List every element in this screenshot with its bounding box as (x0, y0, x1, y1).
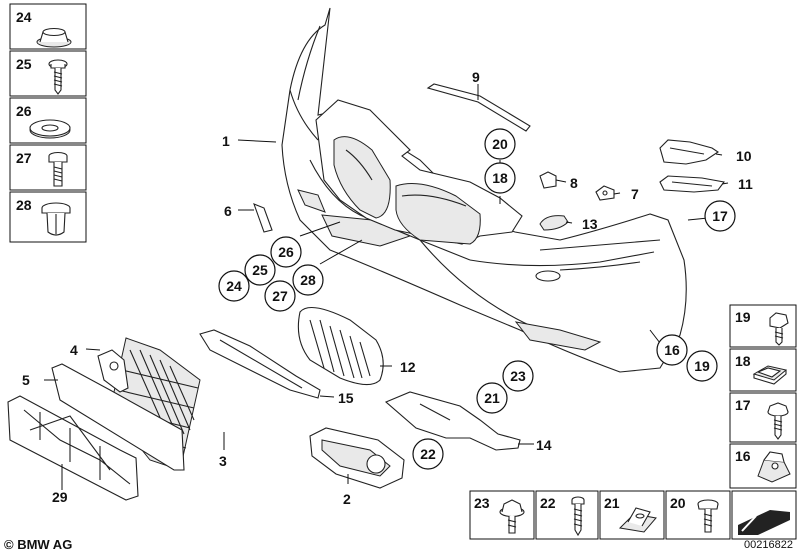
clip-8 (539, 171, 557, 189)
label-14: 14 (536, 437, 552, 453)
circle-22 (412, 438, 444, 470)
left-label-25: 25 (16, 56, 32, 72)
bottom-row: 23 22 21 20 (469, 490, 797, 540)
circle-label-21: 21 (484, 390, 500, 406)
bracket-11 (659, 175, 725, 193)
circled-labels: 16 17 18 19 20 21 22 23 24 25 26 27 28 (218, 128, 736, 470)
plain-labels: 1 2 3 4 5 6 7 8 9 10 11 12 13 14 15 29 (22, 69, 753, 507)
left-label-28: 28 (16, 197, 32, 213)
circle-28 (292, 264, 324, 296)
spring-nut-icon (757, 451, 791, 483)
bottom-label-22: 22 (540, 495, 556, 511)
support-15 (199, 329, 321, 399)
label-7: 7 (631, 186, 639, 202)
right-column: 19 18 17 16 (729, 304, 797, 489)
left-label-26: 26 (16, 103, 32, 119)
kidney-grille-12 (297, 306, 384, 386)
box-27 (9, 144, 87, 191)
label-12: 12 (400, 359, 416, 375)
cover-6 (253, 203, 273, 233)
circle-label-17: 17 (712, 208, 728, 224)
box-22 (535, 490, 599, 540)
cover-13 (539, 215, 569, 231)
circle-label-20: 20 (492, 136, 508, 152)
tapping-screw-icon (571, 496, 585, 537)
label-29: 29 (52, 489, 68, 505)
bracket-10 (659, 139, 719, 165)
circle-16 (656, 334, 688, 366)
circle-20 (484, 128, 516, 160)
expanding-rivet-icon (41, 202, 71, 236)
box-20 (665, 490, 731, 540)
bottom-label-20: 20 (670, 495, 686, 511)
left-label-24: 24 (16, 9, 32, 25)
label-13: 13 (582, 216, 598, 232)
circle-24 (218, 270, 250, 302)
fillister-screw-icon (769, 312, 789, 346)
diagram-code: 00216822 (744, 539, 793, 551)
right-label-17: 17 (735, 397, 751, 413)
hex-collar-screw-icon (499, 499, 525, 534)
label-3: 3 (219, 453, 227, 469)
bracket-4 (97, 349, 129, 393)
box-19 (729, 304, 797, 348)
right-label-18: 18 (735, 353, 751, 369)
label-9: 9 (472, 69, 480, 85)
license-plate-base-5 (51, 363, 185, 471)
circle-label-18: 18 (492, 170, 508, 186)
circle-25 (244, 254, 276, 286)
washer-icon (29, 119, 71, 139)
circle-label-24: 24 (226, 278, 242, 294)
bottom-label-21: 21 (604, 495, 620, 511)
label-11: 11 (738, 176, 753, 192)
circle-18 (484, 162, 516, 194)
circle-label-25: 25 (252, 262, 268, 278)
label-5: 5 (22, 372, 30, 388)
label-10: 10 (736, 148, 752, 164)
circle-label-26: 26 (278, 244, 294, 260)
circle-label-19: 19 (694, 358, 710, 374)
clip-7 (595, 185, 615, 201)
screw-icon (48, 59, 68, 95)
label-4: 4 (70, 342, 78, 358)
box-25 (9, 50, 87, 97)
rubber-cap-icon (36, 27, 72, 48)
circle-label-27: 27 (272, 288, 288, 304)
bottom-label-23: 23 (474, 495, 490, 511)
brand-caption: © BMW AG (4, 537, 73, 552)
bolt-icon (48, 151, 68, 187)
box-17 (729, 392, 797, 443)
label-6: 6 (224, 203, 232, 219)
circle-19 (686, 350, 718, 382)
label-8: 8 (570, 175, 578, 191)
license-plate-bracket-29 (7, 395, 139, 501)
leader-lines (44, 84, 729, 490)
sheet-nut-icon (618, 507, 657, 533)
grille-carrier (315, 99, 523, 245)
flat-head-screw-icon (697, 499, 719, 533)
clip-nut-icon (752, 365, 788, 385)
circle-27 (264, 280, 296, 312)
circle-label-28: 28 (300, 272, 316, 288)
circle-17 (704, 200, 736, 232)
left-column: 24 25 26 27 28 (9, 3, 87, 243)
circle-label-16: 16 (664, 342, 680, 358)
label-15: 15 (338, 390, 354, 406)
label-1: 1 (222, 133, 230, 149)
circle-label-23: 23 (510, 368, 526, 384)
label-2: 2 (343, 491, 351, 507)
right-label-16: 16 (735, 448, 751, 464)
collar-screw-icon (767, 402, 789, 440)
circle-23 (502, 360, 534, 392)
front-bumper-trim-1 (281, 7, 687, 373)
left-label-27: 27 (16, 150, 32, 166)
circle-label-22: 22 (420, 446, 436, 462)
right-label-19: 19 (735, 309, 751, 325)
direction-arrow-icon (738, 510, 790, 535)
circle-21 (476, 382, 508, 414)
circle-26 (270, 236, 302, 268)
upper-strip-9 (426, 83, 531, 132)
fog-light-grille-2 (309, 427, 405, 489)
